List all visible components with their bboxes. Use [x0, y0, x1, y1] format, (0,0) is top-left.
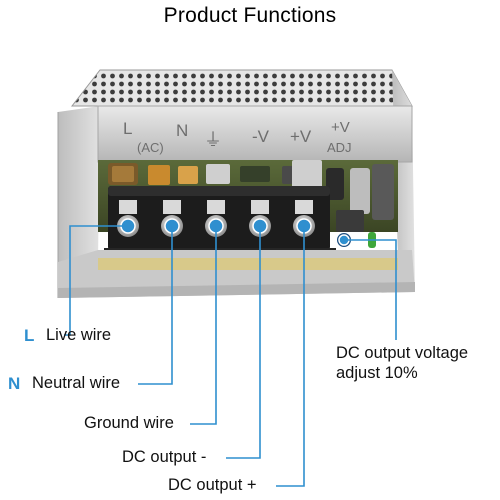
marking-ground: ⏚ [204, 130, 222, 150]
neutral-wire-label: Neutral wire [32, 374, 121, 392]
dc-output-plus-label: DC output + [168, 476, 257, 494]
adjust-label-line1: DC output voltage [336, 344, 469, 362]
live-wire-label: Live wire [46, 326, 112, 344]
marking-n: N [176, 121, 188, 140]
dc-output-minus-label: DC output - [122, 448, 207, 466]
perforated-top-cover [72, 70, 412, 106]
marking-adj-v: +V [331, 119, 350, 136]
ground-wire-label: Ground wire [84, 414, 174, 432]
marking-ac: (AC) [137, 140, 164, 155]
leader-lines [64, 225, 397, 487]
live-letter: L [24, 326, 35, 345]
adjust-label-line2: adjust 10% [336, 364, 418, 382]
neutral-letter: N [8, 374, 21, 393]
marking-neg-v: -V [252, 127, 270, 146]
marking-l: L [123, 119, 132, 138]
marking-pos-v: +V [290, 127, 312, 146]
page-title: Product Functions [163, 4, 337, 27]
marking-adj: ADJ [327, 140, 352, 155]
left-side-wall [58, 106, 100, 298]
